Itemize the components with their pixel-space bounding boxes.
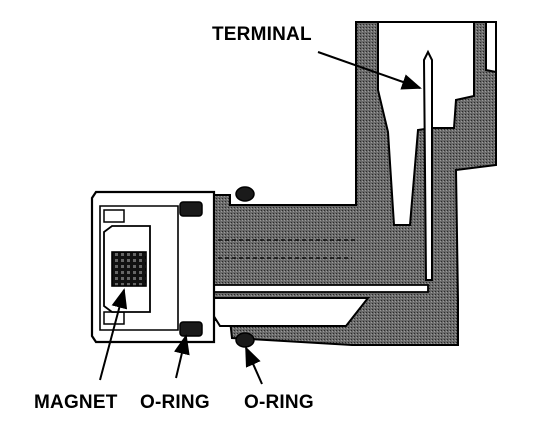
o-ring-left-label: O-RING [140,392,210,413]
tower-right-step [485,21,497,74]
terminal-label: TERMINAL [212,24,312,45]
o-ring-right-label: O-RING [244,392,314,413]
terminal-pin [422,49,433,281]
o-ring-upper-left [179,201,203,217]
magnet-block [111,251,147,287]
o-ring-right-leader [245,346,263,385]
magnet-leader [99,288,128,381]
magnet-label: MAGNET [34,392,118,413]
terminal-leader [317,51,422,90]
o-ring-left-leader [174,334,190,379]
o-ring-upper-right [235,186,255,202]
head-bottom-block [103,311,125,325]
head-top-block [103,209,125,223]
o-ring-lower-left [179,321,203,337]
o-ring-lower-right [235,332,255,348]
